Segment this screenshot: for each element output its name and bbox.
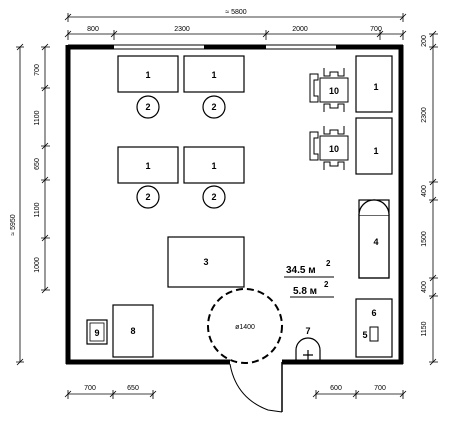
desk-label: 1 <box>211 70 216 80</box>
left-dimension: 700 <box>34 64 41 76</box>
bench-label: 8 <box>130 326 135 336</box>
stool-group-label: 10 <box>329 144 339 154</box>
desks <box>117 55 245 184</box>
stool-group-top <box>309 68 349 112</box>
desk-label: 1 <box>373 82 378 92</box>
table <box>167 236 245 288</box>
left-dimension: 650 <box>34 158 41 170</box>
top-dimension: 700 <box>370 26 382 33</box>
turning-circle: ø1400 <box>207 288 283 364</box>
toilet-label: 7 <box>305 326 310 336</box>
top-total-dimension: ≈ 5800 <box>225 9 246 16</box>
right-dimension: 400 <box>421 185 428 197</box>
chair-label: 2 <box>145 102 150 112</box>
stool-group-bottom <box>309 126 349 170</box>
box <box>86 319 108 345</box>
left-total-dimension: ≈ 5950 <box>10 214 17 235</box>
door-swing <box>229 363 283 413</box>
area-aux-exp: 2 <box>324 280 329 289</box>
desk-label: 1 <box>373 146 378 156</box>
left-dimension: 1100 <box>34 110 41 125</box>
chair-label: 2 <box>145 192 150 202</box>
top-dimension: 2300 <box>174 26 190 33</box>
top-dimensions <box>64 13 407 40</box>
area-main-value: 34.5 м <box>286 265 316 276</box>
left-dimensions <box>16 43 50 366</box>
turning-circle-label: ø1400 <box>235 324 255 331</box>
left-dimension: 1000 <box>34 257 41 273</box>
right-dimension: 1500 <box>421 231 428 247</box>
right-dimension: 200 <box>421 35 428 47</box>
area-aux-value: 5.8 м <box>293 286 317 297</box>
right-dimension: 2300 <box>421 107 428 123</box>
right-dimension: 400 <box>421 281 428 293</box>
bottom-dimension: 700 <box>374 385 386 392</box>
desk-label: 1 <box>211 161 216 171</box>
chairs <box>136 95 226 209</box>
left-dimension: 1100 <box>34 202 41 217</box>
area-main-exp: 2 <box>326 259 331 268</box>
sink-label: 5 <box>362 330 367 340</box>
sink <box>369 326 379 342</box>
toilet <box>295 337 321 362</box>
area-aux: 5.8 м 2 <box>290 280 334 298</box>
box-label: 9 <box>94 328 99 338</box>
counter-label: 6 <box>371 308 376 318</box>
table-label: 3 <box>203 257 208 267</box>
right-dimension: 1150 <box>421 321 428 336</box>
right-dimensions <box>429 30 438 366</box>
cabinet-top <box>358 199 390 216</box>
bottom-dimension: 600 <box>330 385 342 392</box>
bottom-dimension: 650 <box>127 385 139 392</box>
top-dimension: 800 <box>87 26 99 33</box>
chair-label: 2 <box>211 102 216 112</box>
stool-group-label: 10 <box>329 86 339 96</box>
cabinet-label: 4 <box>373 237 378 247</box>
bottom-dimension: 700 <box>84 385 96 392</box>
bottom-dimensions <box>64 390 407 399</box>
desk-label: 1 <box>145 70 150 80</box>
counter <box>355 298 393 358</box>
chair-label: 2 <box>211 192 216 202</box>
desk-label: 1 <box>145 161 150 171</box>
top-dimension: 2000 <box>292 26 308 33</box>
area-main: 34.5 м 2 <box>284 259 334 278</box>
walls <box>65 44 404 412</box>
bench <box>112 304 154 358</box>
